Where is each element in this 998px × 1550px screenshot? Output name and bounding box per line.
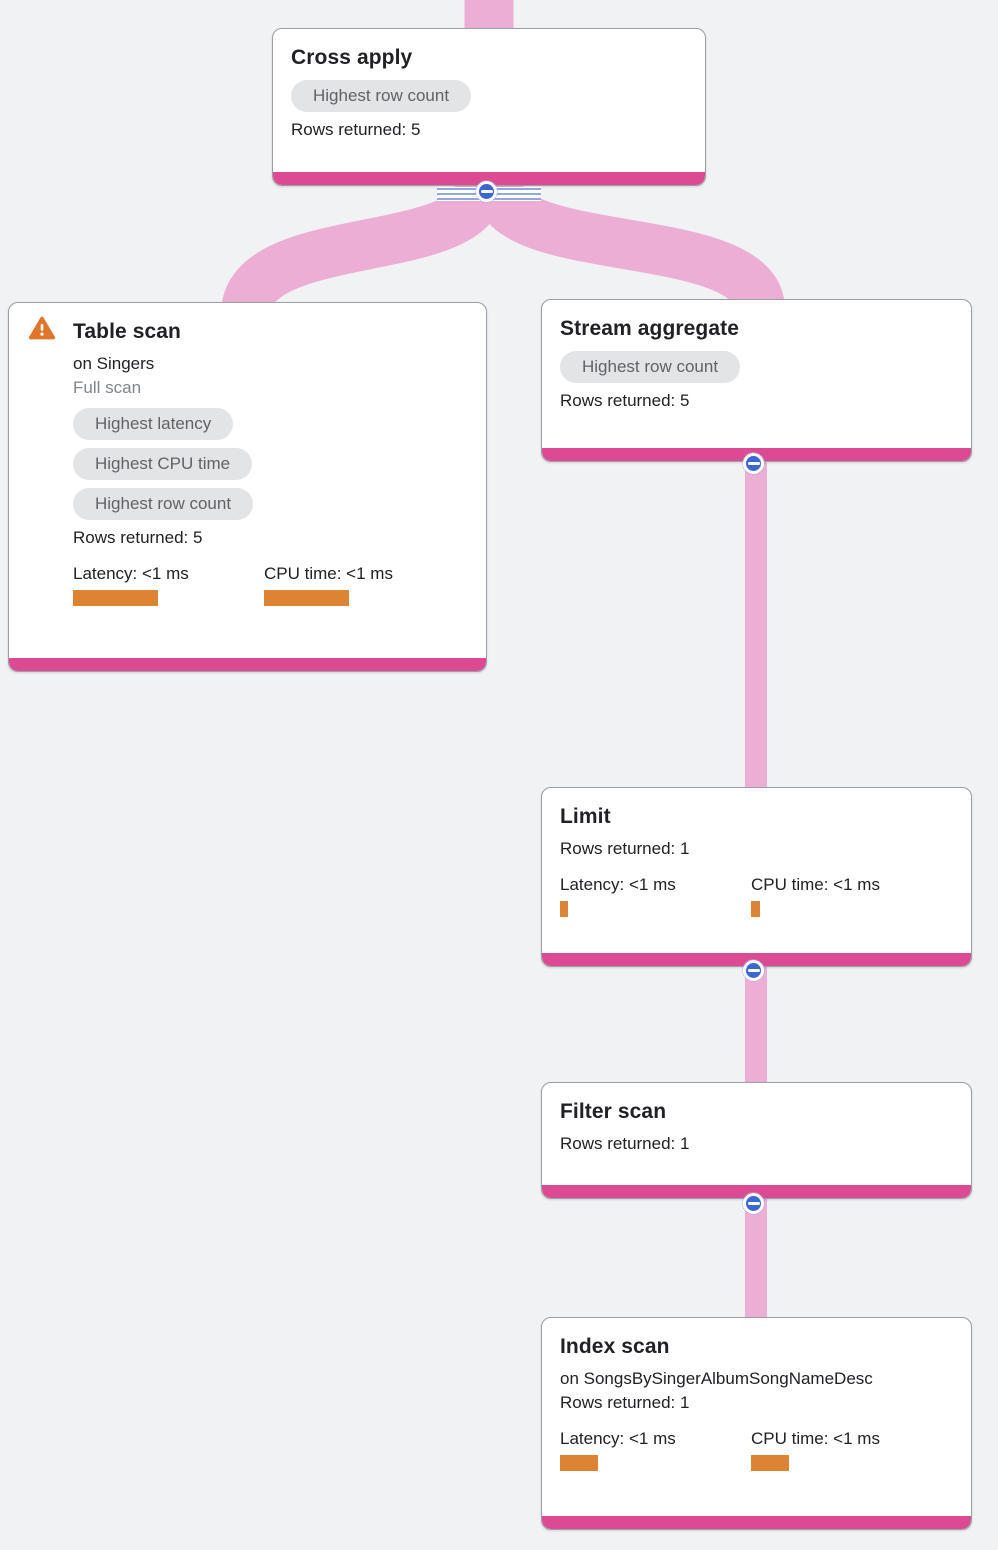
latency-bar (73, 590, 158, 606)
latency-bar (560, 1455, 598, 1471)
minus-in-circle-icon (747, 462, 760, 465)
node-card-index-scan[interactable]: Index scan on SongsBySingerAlbumSongName… (541, 1317, 972, 1530)
collapse-button[interactable] (742, 1192, 765, 1215)
badge-highest-row-count: Highest row count (73, 488, 254, 520)
node-title: Filter scan (560, 1100, 667, 1123)
latency-label: Latency: <1 ms (560, 875, 676, 894)
node-card-limit[interactable]: Limit Rows returned: 1 Latency: <1 ms CP… (541, 787, 972, 967)
badge-highest-row-count: Highest row count (291, 80, 472, 112)
node-accent-bar (542, 1185, 971, 1198)
cpu-time-bar (264, 590, 349, 606)
node-title: Cross apply (291, 46, 413, 69)
latency-bar (560, 901, 568, 917)
edge-cross-apply-to-stream-aggregate (473, 180, 785, 314)
collapse-button[interactable] (742, 959, 765, 982)
node-title: Stream aggregate (560, 317, 740, 340)
cpu-time-bar (751, 901, 760, 917)
badge-highest-latency: Highest latency (73, 408, 234, 440)
latency-label: Latency: <1 ms (73, 564, 189, 583)
node-subtitle: on SongsBySingerAlbumSongNameDesc (560, 1369, 873, 1388)
node-title: Limit (560, 805, 611, 828)
node-accent-bar (273, 172, 705, 185)
cpu-time-label: CPU time: <1 ms (751, 875, 880, 894)
node-accent-bar (542, 953, 971, 966)
rows-returned: Rows returned: 5 (560, 391, 690, 410)
minus-in-circle-icon (480, 190, 493, 193)
latency-label: Latency: <1 ms (560, 1429, 676, 1448)
node-card-table-scan[interactable]: Table scan on Singers Full scan Highest … (8, 302, 487, 672)
node-card-stream-aggregate[interactable]: Stream aggregate Highest row count Rows … (541, 299, 972, 462)
rows-returned: Rows returned: 5 (291, 120, 421, 139)
minus-in-circle-icon (747, 1202, 760, 1205)
rows-returned: Rows returned: 1 (560, 1393, 690, 1412)
collapse-button[interactable] (742, 452, 765, 475)
cpu-time-label: CPU time: <1 ms (751, 1429, 880, 1448)
edge-cross-apply-to-table-scan (221, 180, 505, 318)
cpu-time-label: CPU time: <1 ms (264, 564, 393, 583)
node-subtitle: on Singers (73, 354, 155, 373)
badge-highest-row-count: Highest row count (560, 351, 741, 383)
warning-icon (29, 316, 55, 340)
collapse-button[interactable] (475, 180, 498, 203)
node-card-cross-apply[interactable]: Cross apply Highest row count Rows retur… (272, 28, 706, 186)
node-title: Index scan (560, 1335, 670, 1358)
node-accent-bar (542, 1516, 971, 1529)
node-accent-bar (9, 658, 486, 671)
rows-returned: Rows returned: 1 (560, 1134, 690, 1153)
rows-returned: Rows returned: 1 (560, 839, 690, 858)
cpu-time-bar (751, 1455, 789, 1471)
node-card-filter-scan[interactable]: Filter scan Rows returned: 1 (541, 1082, 972, 1199)
rows-returned: Rows returned: 5 (73, 528, 203, 547)
node-note: Full scan (73, 378, 142, 397)
badge-highest-cpu-time: Highest CPU time (73, 448, 253, 480)
minus-in-circle-icon (747, 969, 760, 972)
node-title: Table scan (73, 320, 181, 343)
